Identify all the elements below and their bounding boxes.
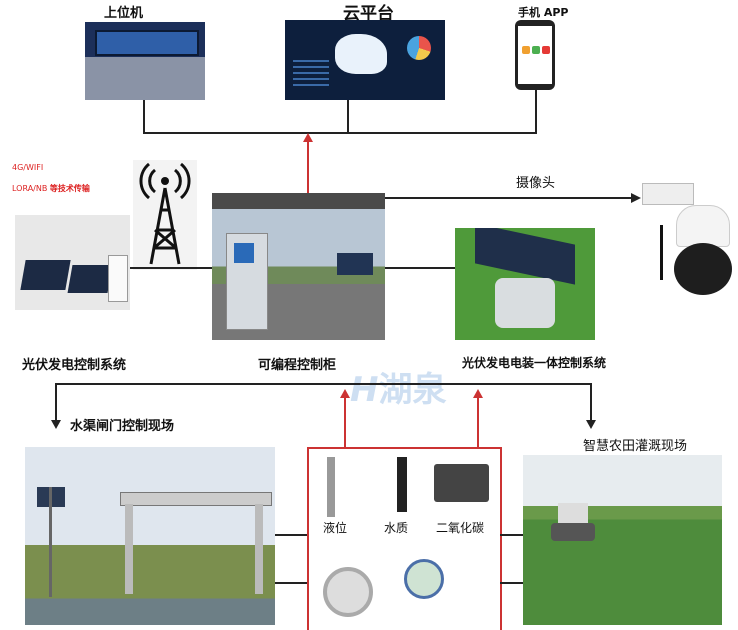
pv-integrated-image: [455, 228, 595, 340]
pressure-gauge-image: [323, 567, 373, 617]
red-uplink-arrow: [344, 398, 346, 447]
arrow-head-icon: [340, 389, 350, 398]
plc-cabinet-image: [212, 193, 385, 340]
phone-image: [515, 20, 555, 90]
connector: [347, 100, 349, 134]
smart-farm-label: 智慧农田灌溉现场: [583, 439, 688, 454]
host-pc-label: 上位机: [104, 6, 144, 21]
sensor-label: 水质: [384, 521, 409, 535]
arrow-head-icon: [473, 389, 483, 398]
level-sensor-image: [327, 457, 335, 517]
connector: [500, 582, 523, 584]
app-label: 手机 APP: [518, 6, 569, 19]
comm-lora-suffix: 等技术传输: [49, 184, 90, 193]
water-quality-sensor-image: [397, 457, 407, 512]
red-uplink-arrow: [477, 398, 479, 447]
comm-lora-prefix: LORA/NB: [12, 184, 48, 193]
smart-farm-image: [523, 455, 722, 625]
comm-4g-text: 4G/WIFI: [12, 163, 44, 172]
distribution-line: [55, 383, 592, 385]
connector: [275, 582, 307, 584]
pv-integrated-label: 光伏发电电装一体控制系统: [462, 356, 607, 370]
canal-gate-label: 水渠闸门控制现场: [70, 419, 175, 434]
pv-control-image: [15, 215, 130, 310]
connector: [143, 132, 537, 134]
co2-sensor-image: [434, 464, 489, 502]
arrow-head-icon: [303, 133, 313, 142]
camera-image: [640, 175, 735, 300]
connector: [275, 534, 307, 536]
connector: [385, 267, 455, 269]
pv-control-label: 光伏发电控制系统: [22, 358, 127, 373]
camera-label: 摄像头: [516, 176, 556, 191]
sensor-label: 二氧化碳: [436, 521, 485, 535]
plc-cabinet-label: 可编程控制柜: [258, 358, 337, 373]
camera-link: [385, 197, 633, 199]
cloud-label: 云平台: [343, 4, 394, 24]
cloud-dashboard-image: [285, 20, 445, 100]
connector: [590, 383, 592, 421]
connector: [130, 267, 212, 269]
flow-meter-image: [404, 559, 444, 599]
canal-gate-image: [25, 447, 275, 625]
sensor-box: 液位 水质 二氧化碳: [307, 447, 502, 630]
arrow-head-icon: [631, 193, 641, 203]
signal-tower-icon: [133, 160, 197, 270]
control-room-image: [85, 22, 205, 100]
red-uplink-arrow: [307, 140, 309, 193]
watermark-logo: H湖泉: [350, 370, 447, 410]
watermark-text: 湖泉: [378, 370, 447, 410]
arrow-head-icon: [51, 420, 61, 429]
connector: [535, 90, 537, 134]
connector: [143, 100, 145, 134]
sensor-label: 液位: [323, 521, 348, 535]
connector: [55, 383, 57, 421]
connector: [500, 534, 523, 536]
comm-lora-text: LORA/NB 等技术传输: [12, 183, 90, 194]
arrow-head-icon: [586, 420, 596, 429]
